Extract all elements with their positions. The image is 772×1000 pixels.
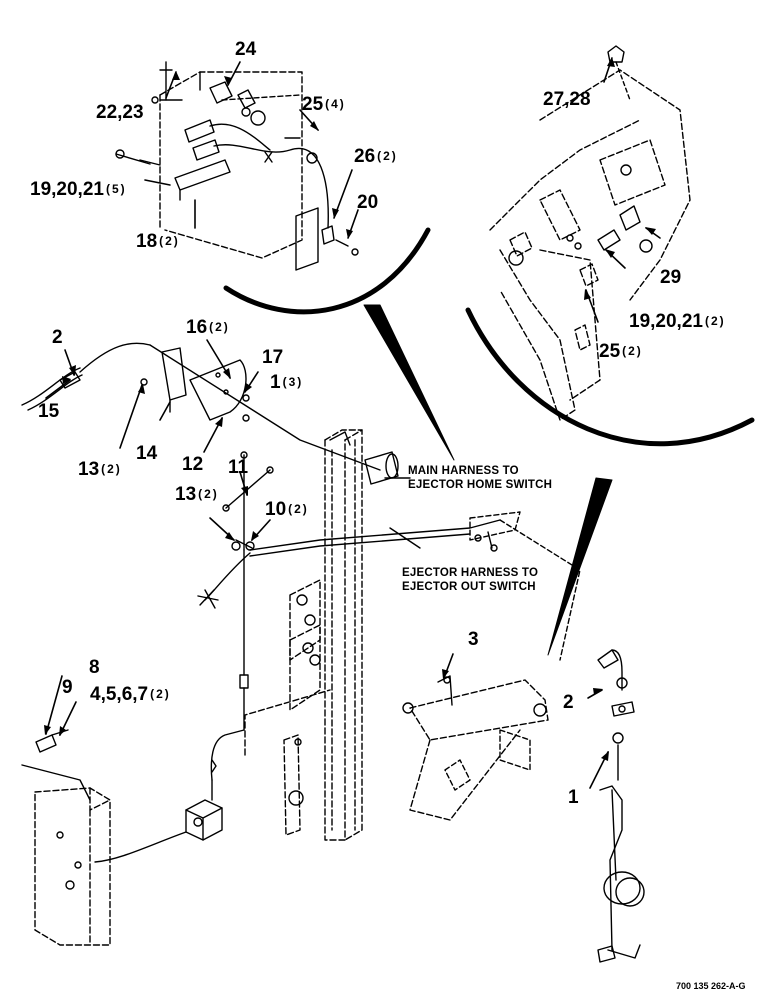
magnifier-arc-right [465,307,755,447]
callout-9: 9 [62,677,73,698]
main-harness-note-line1: MAIN HARNESS TO [408,465,519,477]
leader-lines [45,57,661,789]
main-harness-note-line2: EJECTOR HOME SWITCH [408,479,553,491]
callout-13-2-a: 13(2) [78,459,122,480]
control-panel [21,729,111,946]
callout-4-5-6-7-2: 4,5,6,7(2) [90,684,171,705]
switch-arm [402,675,549,821]
switch-lever [597,649,645,963]
callout-25-4: 25(4) [302,94,346,115]
detail-switch-bracket [115,61,359,271]
callout-2-right: 2 [563,692,574,713]
callout-17: 17 [262,347,284,368]
callout-18-2: 18(2) [136,231,180,252]
callout-22-23: 22,23 [96,102,144,123]
callout-29: 29 [660,267,682,288]
callout-3: 3 [468,629,479,650]
callout-13-2-b: 13(2) [175,484,219,505]
solenoid-wire [94,729,245,863]
callout-15: 15 [38,401,60,422]
harness-bracket-assembly [21,342,381,471]
callout-19-20-21-5: 19,20,21(5) [30,179,127,200]
callout-26-2: 26(2) [354,146,398,167]
callout-24: 24 [235,39,257,60]
pointer-wedge-left [363,304,455,461]
callout-10-2: 10(2) [265,499,309,520]
frame-plate [244,579,331,836]
post-cap [329,431,399,485]
detail-pivot-arm [489,69,691,421]
callout-8: 8 [89,657,100,678]
frame-post [324,429,363,841]
harness-runs [197,477,581,661]
callout-14: 14 [136,443,158,464]
callout-1-3: 1(3) [270,372,304,393]
pointer-wedge-right [547,477,613,656]
ejector-harness-note-line1: EJECTOR HARNESS TO [402,567,539,579]
callout-19-20-21-2: 19,20,21(2) [629,311,726,332]
callout-25-2: 25(2) [599,341,643,362]
ejector-harness-note-line2: EJECTOR OUT SWITCH [402,581,536,593]
magnifier-arc-left [223,227,431,315]
callout-27-28: 27,28 [543,89,591,110]
callout-1-right: 1 [568,787,579,808]
callout-11: 11 [228,457,249,478]
callout-16-2: 16(2) [186,317,230,338]
callout-2-top: 2 [52,327,63,348]
callout-12: 12 [182,454,204,475]
figure-number: 700 135 262-A-G [676,981,746,991]
callout-20: 20 [357,192,379,213]
arrowheads [44,57,656,761]
